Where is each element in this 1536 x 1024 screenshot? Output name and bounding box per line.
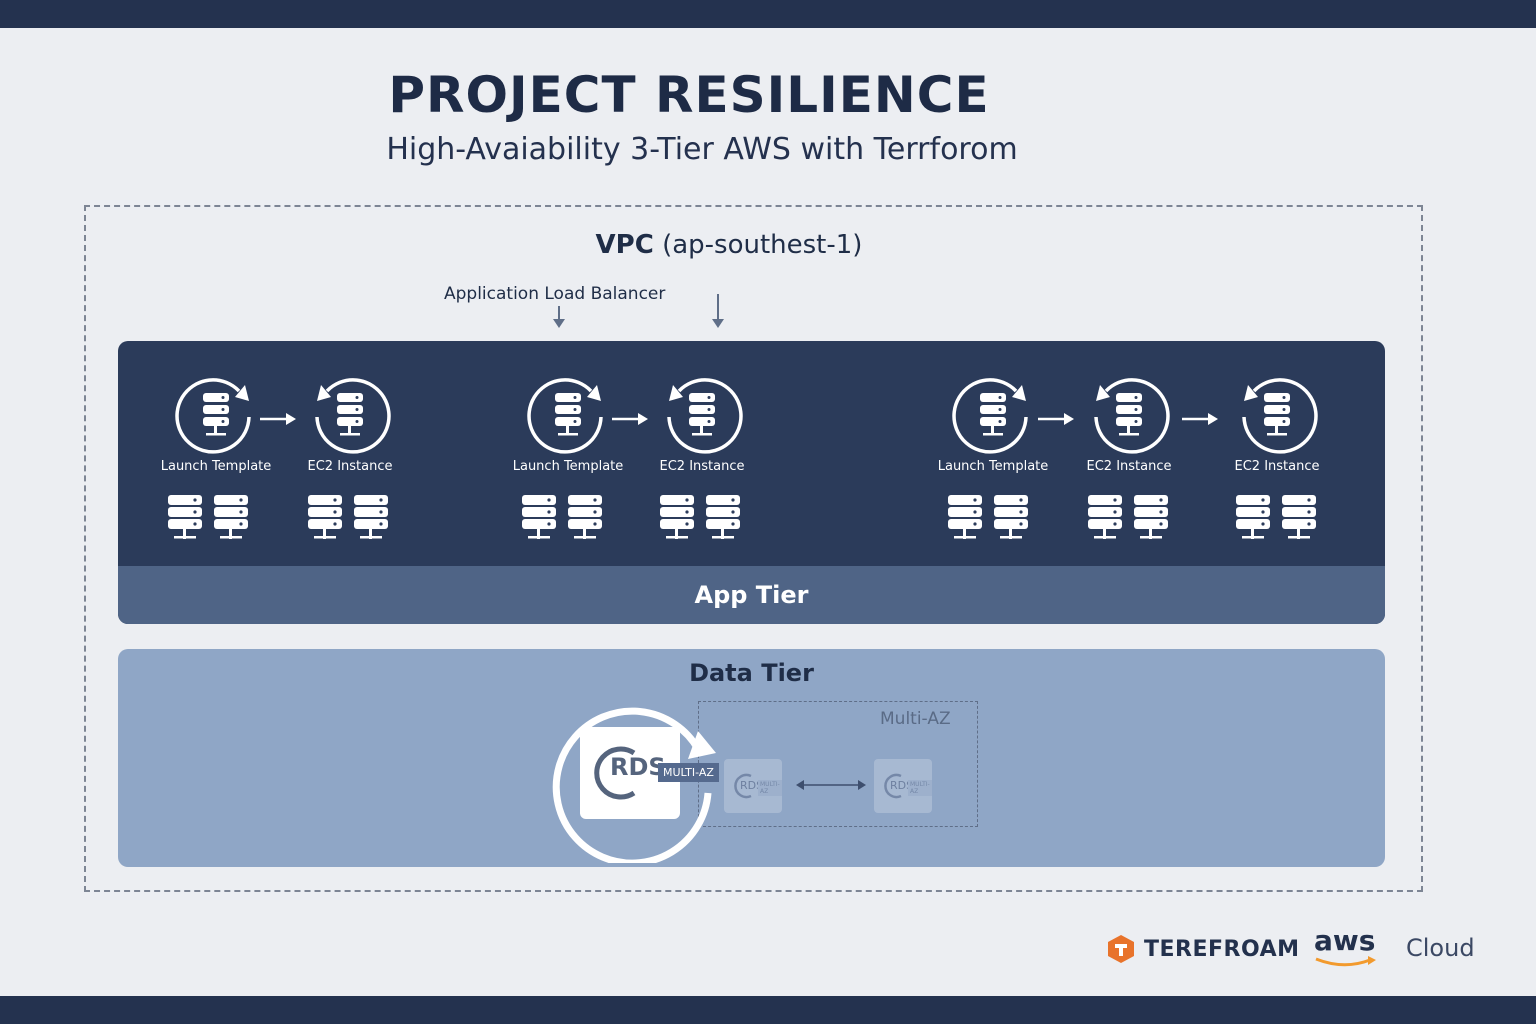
node-ec2-instance-1[interactable]: EC2 Instance bbox=[280, 371, 420, 474]
aws-logo-text: aws bbox=[1314, 924, 1376, 957]
database-cycle-icon bbox=[1094, 378, 1170, 454]
node-launch-template-3[interactable]: Launch Template bbox=[923, 371, 1063, 474]
vpc-boundary bbox=[84, 205, 1423, 892]
node-label: Launch Template bbox=[937, 459, 1049, 474]
aws-smile-icon bbox=[1315, 956, 1376, 967]
server-stack-icon bbox=[1088, 495, 1168, 539]
node-label: EC2 Instance bbox=[307, 459, 393, 474]
rds-label: RDS bbox=[610, 753, 666, 781]
database-cycle-icon bbox=[667, 378, 743, 454]
node-ec2-instance-4[interactable]: EC2 Instance bbox=[1207, 371, 1347, 474]
page-subtitle: High-Avaiability 3-Tier AWS with Terrfor… bbox=[386, 132, 1018, 167]
terraform-brand: TEREFROAM bbox=[1106, 934, 1300, 964]
node-ec2-instance-2[interactable]: EC2 Instance bbox=[632, 371, 772, 474]
database-cycle-icon bbox=[315, 378, 391, 454]
replica-label: RDS bbox=[890, 779, 914, 792]
aws-brand: aws bbox=[1314, 924, 1378, 972]
server-stack-icon bbox=[948, 495, 1028, 539]
replica-label: RDS bbox=[740, 779, 764, 792]
server-stack-icon bbox=[1236, 495, 1316, 539]
bidirectional-arrow-icon bbox=[796, 780, 866, 790]
database-cycle-icon bbox=[952, 378, 1028, 454]
rds-replica-2[interactable]: RDS MULTI-AZ bbox=[874, 759, 932, 813]
top-bar bbox=[0, 0, 1536, 28]
page-title: PROJECT RESILIENCE bbox=[388, 66, 990, 124]
data-tier: Data Tier Multi-AZ RDS MULTI-AZ RDS MULT… bbox=[118, 649, 1385, 867]
rds-icon bbox=[734, 773, 752, 799]
rds-icon bbox=[884, 773, 902, 799]
node-label: EC2 Instance bbox=[659, 459, 745, 474]
app-tier-label: App Tier bbox=[118, 566, 1385, 624]
arrow-right-icon bbox=[612, 413, 648, 425]
node-label: Launch Template bbox=[160, 459, 272, 474]
multi-az-label: Multi-AZ bbox=[880, 709, 951, 729]
server-stack-icon bbox=[308, 495, 388, 539]
alb-label: Application Load Balancer bbox=[444, 284, 666, 304]
vpc-label: VPC (ap-southest-1) bbox=[595, 230, 863, 260]
server-stack-icon bbox=[168, 495, 248, 539]
arrow-right-icon bbox=[1038, 413, 1074, 425]
node-label: Launch Template bbox=[512, 459, 624, 474]
cloud-label: Cloud bbox=[1406, 934, 1475, 962]
bottom-bar bbox=[0, 996, 1536, 1024]
rds-multi-az-tag: MULTI-AZ bbox=[658, 763, 719, 782]
alb-arrow-2 bbox=[712, 294, 724, 328]
node-ec2-instance-3[interactable]: EC2 Instance bbox=[1059, 371, 1199, 474]
data-tier-label: Data Tier bbox=[689, 659, 814, 687]
app-tier: Launch Template EC2 Instance Launch Temp… bbox=[118, 341, 1385, 624]
alb-arrow-1 bbox=[553, 306, 565, 328]
terraform-logo-icon bbox=[1108, 935, 1134, 963]
database-cycle-icon bbox=[175, 378, 251, 454]
database-cycle-icon bbox=[527, 378, 603, 454]
database-cycle-icon bbox=[1242, 378, 1318, 454]
rds-icon bbox=[594, 746, 636, 800]
arrow-right-icon bbox=[260, 413, 296, 425]
terraform-name: TEREFROAM bbox=[1144, 936, 1300, 962]
server-stack-icon bbox=[660, 495, 740, 539]
replica-tag: MULTI-AZ bbox=[758, 780, 782, 796]
arrow-right-icon bbox=[1182, 413, 1218, 425]
rds-replica-1[interactable]: RDS MULTI-AZ bbox=[724, 759, 782, 813]
rds-cycle-icon bbox=[552, 707, 716, 863]
server-stack-icon bbox=[522, 495, 602, 539]
node-launch-template-1[interactable]: Launch Template bbox=[146, 371, 286, 474]
replica-tag: MULTI-AZ bbox=[908, 780, 932, 796]
node-label: EC2 Instance bbox=[1234, 459, 1320, 474]
node-label: EC2 Instance bbox=[1086, 459, 1172, 474]
node-launch-template-2[interactable]: Launch Template bbox=[498, 371, 638, 474]
